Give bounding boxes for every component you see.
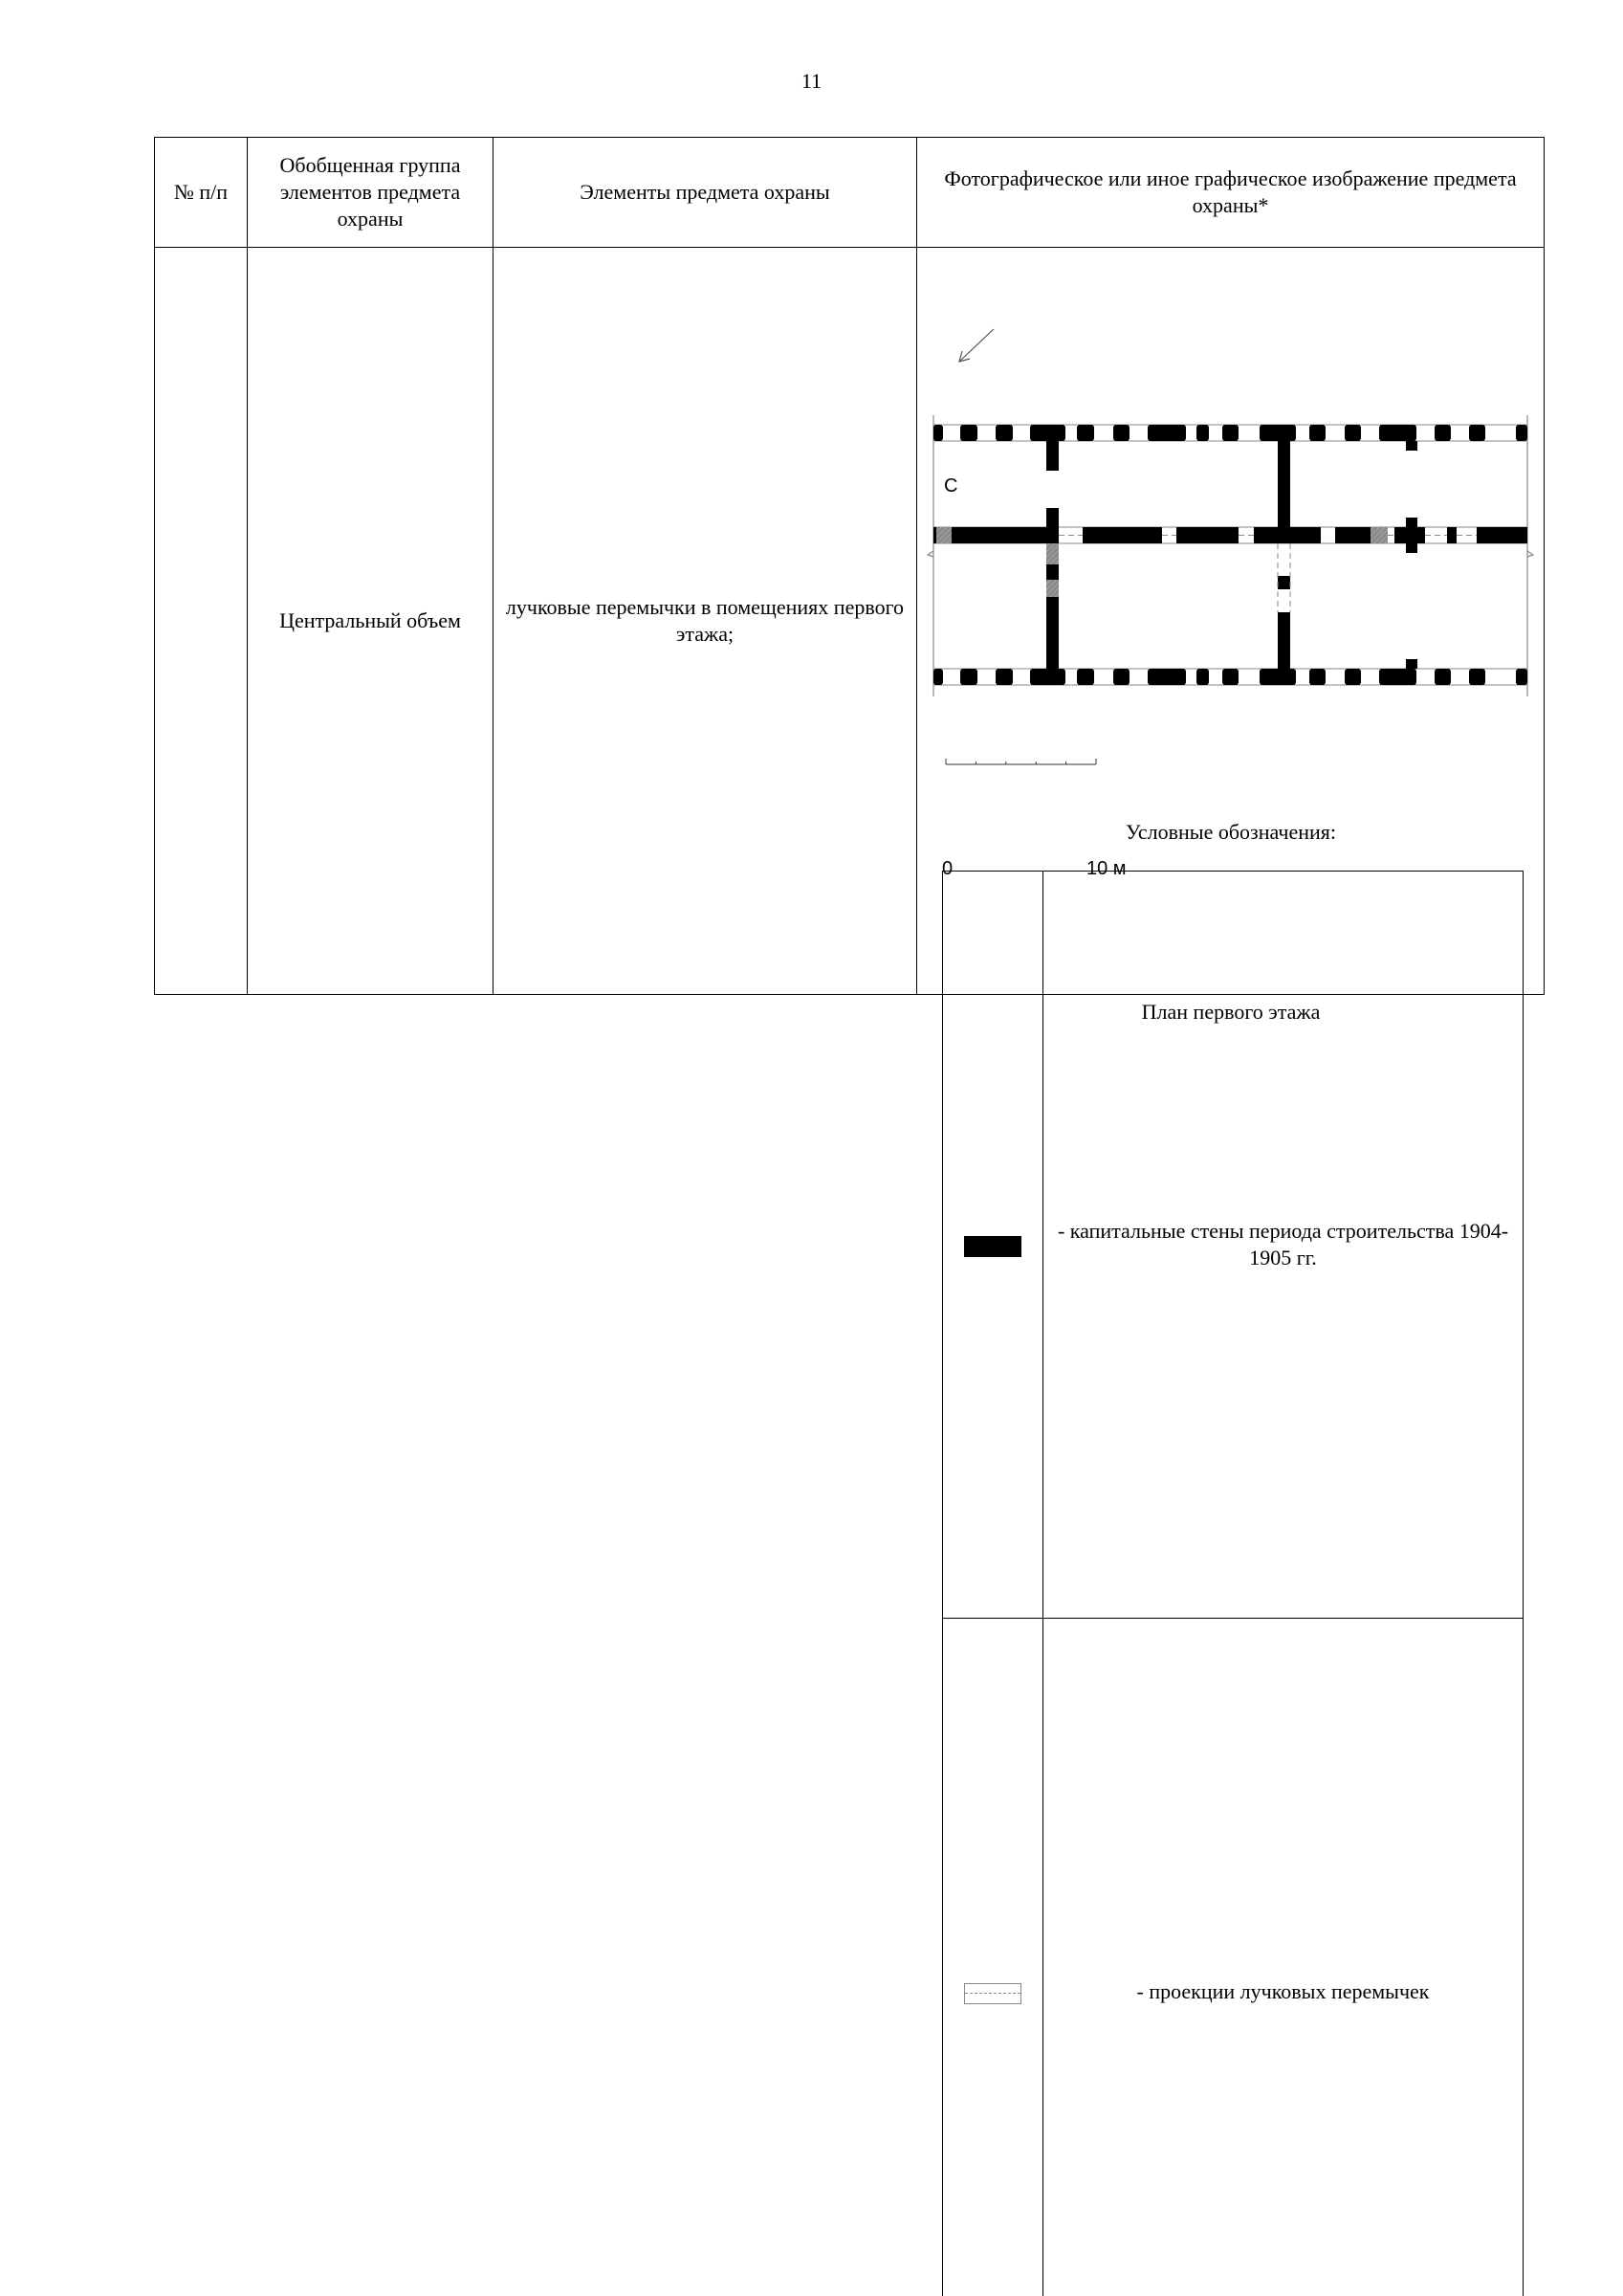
wall-pier	[1148, 669, 1186, 685]
cross-wall	[1046, 564, 1059, 580]
table-row: Центральный объем лучковые перемычки в п…	[155, 248, 1545, 995]
table-header-row: № п/п Обобщенная группа элементов предме…	[155, 138, 1545, 248]
spine-wall-segment	[1083, 527, 1162, 543]
pilaster	[1406, 441, 1417, 451]
cell-element: лучковые перемычки в помещениях первого …	[493, 248, 917, 995]
break-mark-right	[1527, 551, 1533, 557]
legend-title: Условные обозначения:	[917, 819, 1545, 846]
cross-wall	[1278, 576, 1290, 589]
wall-pier	[1222, 425, 1239, 441]
wall-pier	[996, 425, 1013, 441]
cell-group: Центральный объем	[248, 248, 493, 995]
floor-plan-figure: С 0 10 м Условные обозначения: - капитал…	[917, 248, 1545, 994]
cell-graphic: С 0 10 м Условные обозначения: - капитал…	[917, 248, 1545, 995]
protection-elements-table: № п/п Обобщенная группа элементов предме…	[154, 137, 1545, 995]
header-image: Фотографическое или иное графическое изо…	[917, 138, 1545, 248]
header-number: № п/п	[155, 138, 248, 248]
figure-caption: План первого этажа	[917, 999, 1545, 1026]
wall-pier	[1222, 669, 1239, 685]
hatched-infill	[936, 527, 952, 543]
cross-wall	[1046, 597, 1059, 685]
header-group: Обобщенная группа элементов предмета охр…	[248, 138, 493, 248]
wall-pier	[1148, 425, 1186, 441]
floor-plan-drawing	[917, 248, 1545, 822]
north-label: С	[944, 473, 957, 499]
wall-pier	[1077, 425, 1094, 441]
legend-label: - капитальные стены периода строительств…	[1043, 872, 1524, 1619]
header-elements: Элементы предмета охраны	[493, 138, 917, 248]
cross-wall	[1046, 425, 1059, 471]
spine-wall-segment	[933, 527, 1059, 543]
cross-wall	[1278, 425, 1290, 543]
north-arrow-icon	[959, 329, 994, 362]
wall-pier	[1309, 425, 1326, 441]
wall-pier	[1516, 669, 1527, 685]
column	[1401, 527, 1422, 543]
break-mark-left	[928, 551, 933, 557]
wall-pier	[1379, 669, 1416, 685]
wall-pier	[1516, 425, 1527, 441]
hatched-infill	[1046, 580, 1059, 597]
wall-pier	[960, 425, 977, 441]
wall-pier	[960, 669, 977, 685]
wall-pier	[1077, 669, 1094, 685]
wall-pier	[1309, 669, 1326, 685]
wall-pier	[1435, 425, 1451, 441]
legend-item: - проекции лучковых перемычек	[943, 1619, 1524, 2296]
legend-table: - капитальные стены периода строительств…	[942, 871, 1524, 2296]
wall-pier	[1345, 425, 1361, 441]
legend-item: - капитальные стены периода строительств…	[943, 872, 1524, 1619]
wall-pier	[933, 425, 943, 441]
page-number: 11	[0, 69, 1623, 94]
hatched-infill	[1046, 543, 1059, 564]
solid-wall-swatch-icon	[964, 1236, 1021, 1257]
wall-pier	[1469, 669, 1485, 685]
hatched-infill	[1371, 527, 1388, 543]
legend-label: - проекции лучковых перемычек	[1043, 1619, 1524, 2296]
wall-pier	[1113, 669, 1130, 685]
wall-pier	[1196, 669, 1209, 685]
wall-pier	[1260, 669, 1296, 685]
wall-pier	[1435, 669, 1451, 685]
spine-wall-segment	[1447, 527, 1457, 543]
dashed-lintel-swatch-icon	[964, 1983, 1021, 2004]
spine-wall-segment	[1176, 527, 1239, 543]
pilaster	[1406, 659, 1417, 669]
cross-wall	[1278, 612, 1290, 669]
spine-wall-segment	[1477, 527, 1527, 543]
wall-pier	[1113, 425, 1130, 441]
wall-pier	[1345, 669, 1361, 685]
wall-pier	[933, 669, 943, 685]
cell-number	[155, 248, 248, 995]
wall-pier	[1379, 425, 1416, 441]
wall-pier	[1196, 425, 1209, 441]
cross-wall	[1046, 508, 1059, 543]
wall-pier	[1469, 425, 1485, 441]
wall-pier	[996, 669, 1013, 685]
